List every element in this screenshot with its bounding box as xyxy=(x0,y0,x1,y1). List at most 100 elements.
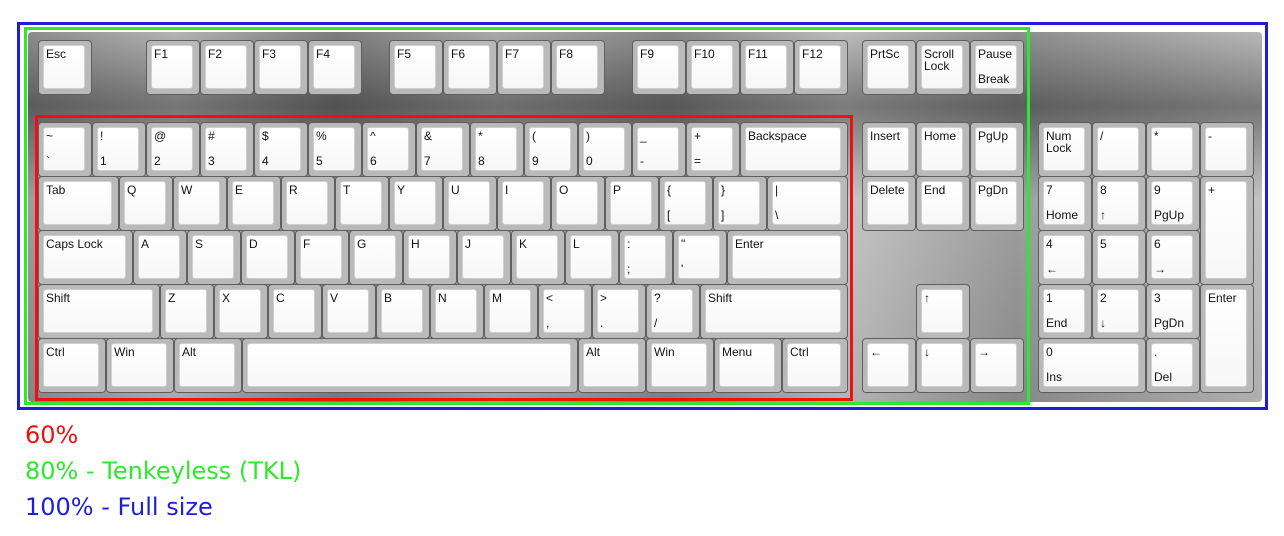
key-legend-top: F9 xyxy=(640,47,655,61)
key-legend-top: " xyxy=(681,237,686,251)
keycap: I xyxy=(502,181,544,225)
key-legend-bottom: 7 xyxy=(424,154,431,168)
keycap: ^6 xyxy=(367,127,409,171)
key-esc: Esc xyxy=(38,40,92,95)
key-end: End xyxy=(916,176,970,231)
key-legend-top: PrtSc xyxy=(870,47,900,61)
key-b: B xyxy=(376,284,430,339)
key-legend-top: Shift xyxy=(708,291,733,305)
key-legend-top: G xyxy=(357,237,367,251)
key-lalt: Alt xyxy=(174,338,242,393)
key-legend-bottom: 1 xyxy=(100,154,107,168)
keycap: Esc xyxy=(43,45,85,89)
key-legend-top: Y xyxy=(397,183,406,197)
key-legend-top: Pause xyxy=(978,47,1013,61)
keycap: |\ xyxy=(772,181,841,225)
key-legend-top: ( xyxy=(532,129,536,143)
keycap: (9 xyxy=(529,127,571,171)
keycap: 8↑ xyxy=(1097,181,1139,225)
keycap: Insert xyxy=(867,127,909,171)
keycap: ~` xyxy=(43,127,85,171)
keycap: *8 xyxy=(475,127,517,171)
key-legend-top: . xyxy=(1154,345,1158,359)
key-t: T xyxy=(335,176,389,231)
key-legend-bottom: - xyxy=(640,154,644,168)
key-legend-top: N xyxy=(438,291,447,305)
keycap: E xyxy=(232,181,274,225)
key-lctrl: Ctrl xyxy=(38,338,106,393)
key-space xyxy=(242,338,578,393)
key-legend-top: ^ xyxy=(370,129,376,143)
key-legend-bottom: ← xyxy=(1046,262,1058,276)
keycap: F9 xyxy=(637,45,679,89)
key-legend-top: > xyxy=(600,291,608,305)
keycap: += xyxy=(691,127,733,171)
key-f5: F5 xyxy=(389,40,443,95)
key-m: M xyxy=(484,284,538,339)
key-legend-top: Q xyxy=(127,183,137,197)
keycap: Alt xyxy=(179,343,235,387)
key-legend-top: Enter xyxy=(735,237,764,251)
key-legend-bottom: 3 xyxy=(208,154,215,168)
key-legend-top: Insert xyxy=(870,129,901,143)
key-legend-top: M xyxy=(492,291,502,305)
key-legend-top: 3 xyxy=(1154,291,1161,305)
key-legend-top: ! xyxy=(100,129,104,143)
key-legend-top: F3 xyxy=(262,47,277,61)
keycap: W xyxy=(178,181,220,225)
keycap: ↓ xyxy=(921,343,963,387)
keycap: F xyxy=(300,235,342,279)
key-legend-top: ↓ xyxy=(924,345,930,359)
key-quote: "' xyxy=(673,230,727,285)
key-legend-bottom: 2 xyxy=(154,154,161,168)
key-0: )0 xyxy=(578,122,632,177)
key-f8: F8 xyxy=(551,40,605,95)
keycap: K xyxy=(516,235,558,279)
key-legend-top: U xyxy=(451,183,460,197)
keycap: R xyxy=(286,181,328,225)
keycap: PrtSc xyxy=(867,45,909,89)
key-f2: F2 xyxy=(200,40,254,95)
key-legend-top: D xyxy=(249,237,258,251)
key-legend-bottom: 0 xyxy=(586,154,593,168)
key-legend-bottom: 4 xyxy=(262,154,269,168)
keycap: S xyxy=(192,235,234,279)
key-legend-top: 2 xyxy=(1100,291,1107,305)
keycap: _- xyxy=(637,127,679,171)
key-r: R xyxy=(281,176,335,231)
key-legend-top: PgDn xyxy=(978,183,1009,197)
keycap: U xyxy=(448,181,490,225)
key-f9: F9 xyxy=(632,40,686,95)
keycap: Scroll Lock xyxy=(921,45,963,89)
key-2: @2 xyxy=(146,122,200,177)
key-legend-top: + xyxy=(694,129,702,143)
key-f3: F3 xyxy=(254,40,308,95)
keycap: Tab xyxy=(43,181,112,225)
legend-sixty-percent: 60% xyxy=(25,421,79,449)
key-legend-top: ~ xyxy=(46,129,54,143)
key-legend-top: V xyxy=(330,291,339,305)
keycap: M xyxy=(489,289,531,333)
key-tab: Tab xyxy=(38,176,119,231)
key-down: ↓ xyxy=(916,338,970,393)
key-legend-top: Ctrl xyxy=(46,345,65,359)
keycap: Num Lock xyxy=(1043,127,1085,171)
key-legend-top: 9 xyxy=(1154,183,1161,197)
key-n: N xyxy=(430,284,484,339)
key-f4: F4 xyxy=(308,40,362,95)
key-v: V xyxy=(322,284,376,339)
key-legend-top: T xyxy=(343,183,351,197)
keycap: F8 xyxy=(556,45,598,89)
key-legend-top: End xyxy=(924,183,946,197)
key-legend-top: Enter xyxy=(1208,291,1237,305)
keycap: .Del xyxy=(1151,343,1193,387)
key-rbracket: }] xyxy=(713,176,767,231)
key-legend-top: 4 xyxy=(1046,237,1053,251)
key-right: → xyxy=(970,338,1024,393)
key-legend-top: 6 xyxy=(1154,237,1161,251)
key-ralt: Alt xyxy=(578,338,646,393)
keycap: / xyxy=(1097,127,1139,171)
